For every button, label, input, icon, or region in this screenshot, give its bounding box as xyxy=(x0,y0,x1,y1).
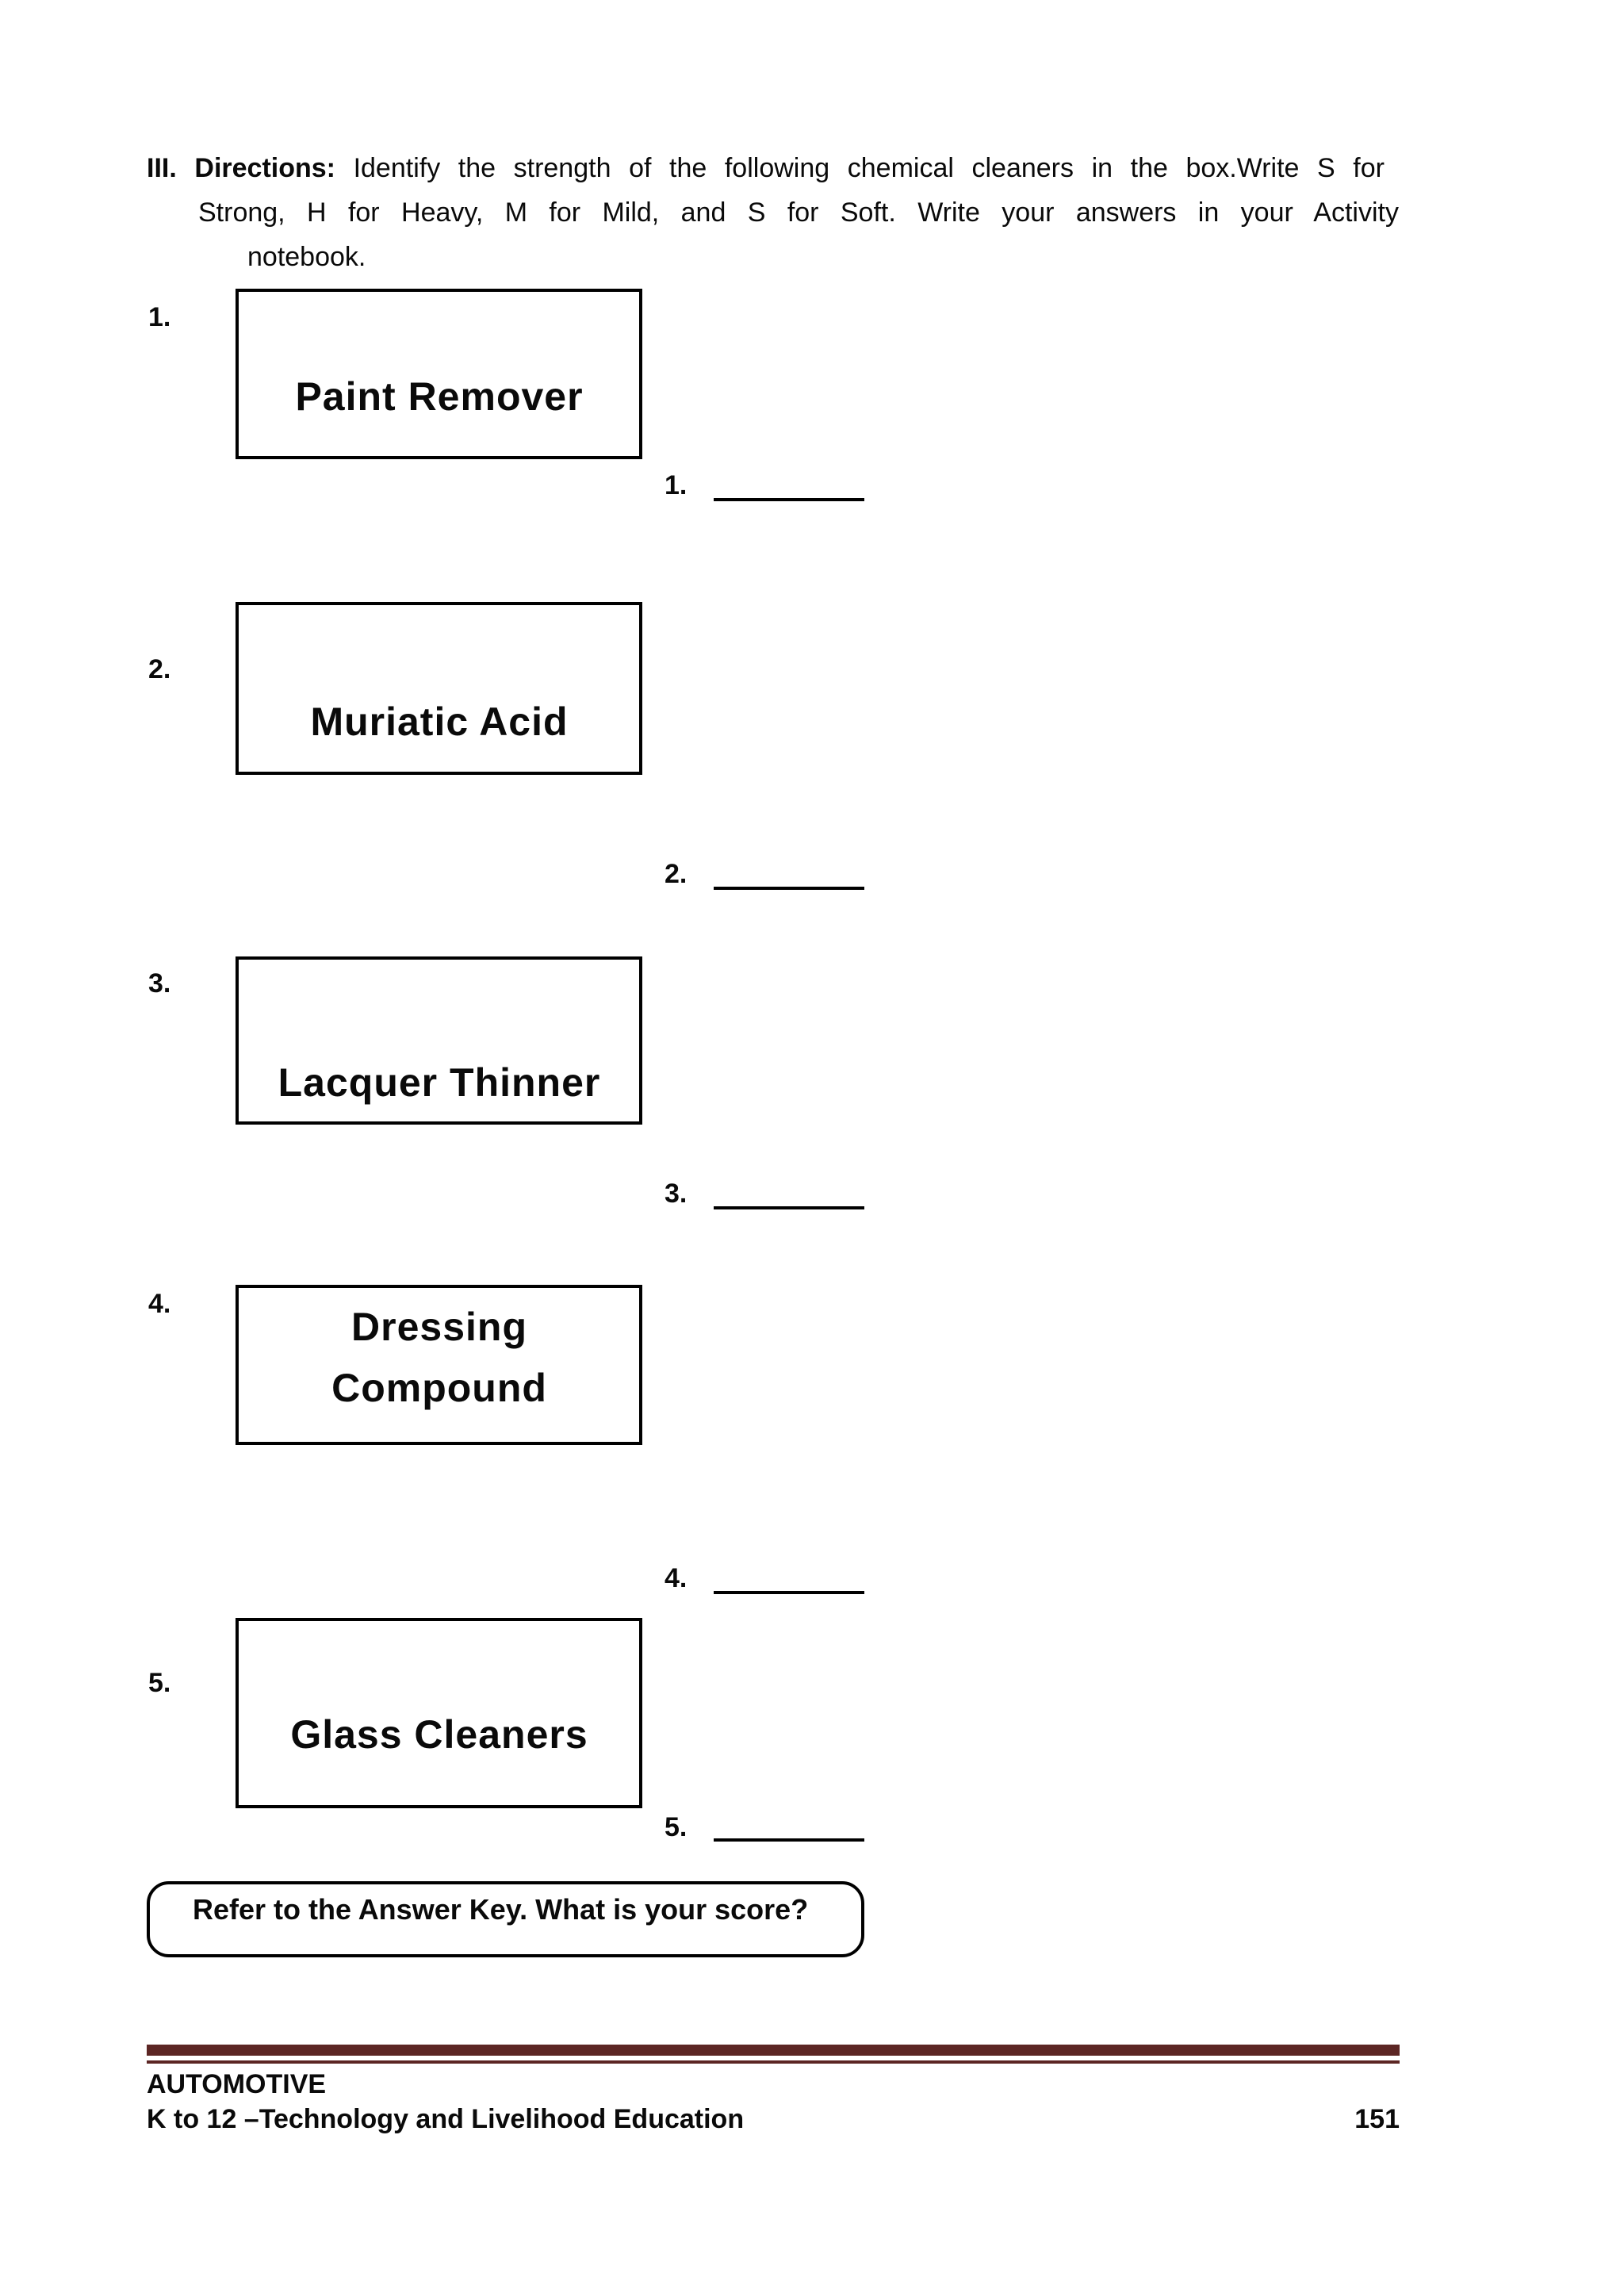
answer-4-number: 4. xyxy=(665,1563,688,1593)
answer-1-number: 1. xyxy=(665,470,688,500)
chemical-box-3 xyxy=(236,956,642,1125)
footer-program: AUTOMOTIVE xyxy=(147,2069,327,2099)
score-prompt-box xyxy=(147,1881,864,1957)
score-prompt-text: Refer to the Answer Key. What is your sc… xyxy=(193,1893,809,1926)
chemical-box-5-label: Glass Cleaners xyxy=(290,1712,588,1757)
answer-1-blank-line xyxy=(714,498,864,501)
directions-line-3: notebook. xyxy=(247,242,366,272)
chemical-box-4-label-line1: Dressing xyxy=(351,1305,527,1349)
item-3-number: 3. xyxy=(148,968,171,999)
directions-line-2: Strong, H for Heavy, M for Mild, and S f… xyxy=(198,197,1399,228)
footer-page-number: 151 xyxy=(1354,2104,1400,2134)
chemical-box-2 xyxy=(236,602,642,775)
footer-course: K to 12 –Technology and Livelihood Educa… xyxy=(147,2104,745,2134)
answer-5-number: 5. xyxy=(665,1812,688,1842)
answer-3-blank-line xyxy=(714,1206,864,1209)
directions-section-label: III. xyxy=(147,153,177,183)
answer-5-blank-line xyxy=(714,1838,864,1842)
item-5-number: 5. xyxy=(148,1668,171,1698)
footer-rule-thick xyxy=(147,2045,1400,2056)
item-2-number: 2. xyxy=(148,654,171,684)
answer-4-blank-line xyxy=(714,1591,864,1594)
chemical-box-3-label: Lacquer Thinner xyxy=(278,1060,601,1105)
directions-line-1: III. Directions: Identify the strength o… xyxy=(147,151,1385,186)
directions-text-1: Identify the strength of the following c… xyxy=(353,153,1385,183)
directions-title: Directions: xyxy=(194,153,335,183)
chemical-box-5 xyxy=(236,1618,642,1808)
item-1-number: 1. xyxy=(148,302,171,332)
answer-2-blank-line xyxy=(714,887,864,890)
answer-3-number: 3. xyxy=(665,1179,688,1209)
chemical-box-1 xyxy=(236,289,642,459)
chemical-box-2-label: Muriatic Acid xyxy=(310,700,569,744)
item-4-number: 4. xyxy=(148,1289,171,1319)
chemical-box-1-label: Paint Remover xyxy=(295,374,584,419)
footer-rule-thin xyxy=(147,2060,1400,2064)
chemical-box-4 xyxy=(236,1285,642,1445)
chemical-box-4-label-line2: Compound xyxy=(331,1366,547,1410)
answer-2-number: 2. xyxy=(665,859,688,889)
